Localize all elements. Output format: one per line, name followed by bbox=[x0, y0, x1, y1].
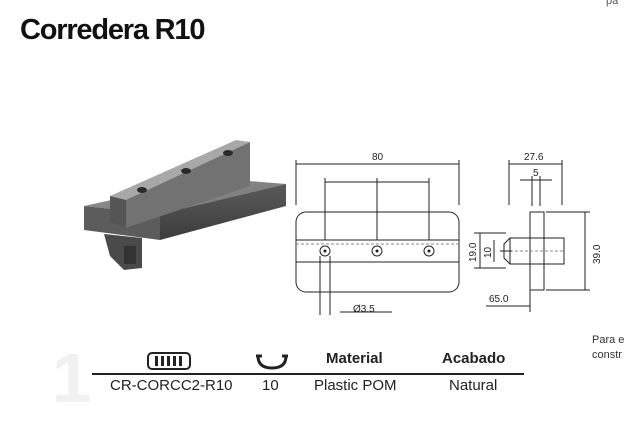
cell-material: Plastic POM bbox=[314, 377, 397, 394]
dim-depth: 27.6 bbox=[524, 152, 544, 163]
dim-height-right: 39.0 bbox=[592, 244, 603, 264]
dim-slot: 5 bbox=[533, 168, 539, 179]
dim-angle: 65.0 bbox=[489, 294, 509, 305]
header-material: Material bbox=[326, 350, 383, 367]
background-watermark: 1 bbox=[52, 339, 91, 417]
side-note: Para e constr bbox=[592, 334, 625, 361]
header-finish: Acabado bbox=[442, 350, 506, 367]
dim-height-left: 19.0 bbox=[468, 242, 479, 262]
page-title: Corredera R10 bbox=[20, 14, 205, 46]
profile-icon bbox=[147, 352, 191, 370]
cell-code: CR-CORCC2-R10 bbox=[110, 377, 233, 394]
dim-inner: 10 bbox=[483, 246, 494, 258]
dim-hole: Ø3.5 bbox=[353, 304, 375, 315]
dim-width: 80 bbox=[372, 152, 384, 163]
table-divider bbox=[92, 373, 524, 375]
cell-size: 10 bbox=[262, 377, 279, 394]
corner-text: pa bbox=[606, 0, 619, 7]
product-image bbox=[84, 140, 286, 270]
slot-size-icon bbox=[256, 354, 288, 370]
cell-finish: Natural bbox=[449, 377, 498, 394]
